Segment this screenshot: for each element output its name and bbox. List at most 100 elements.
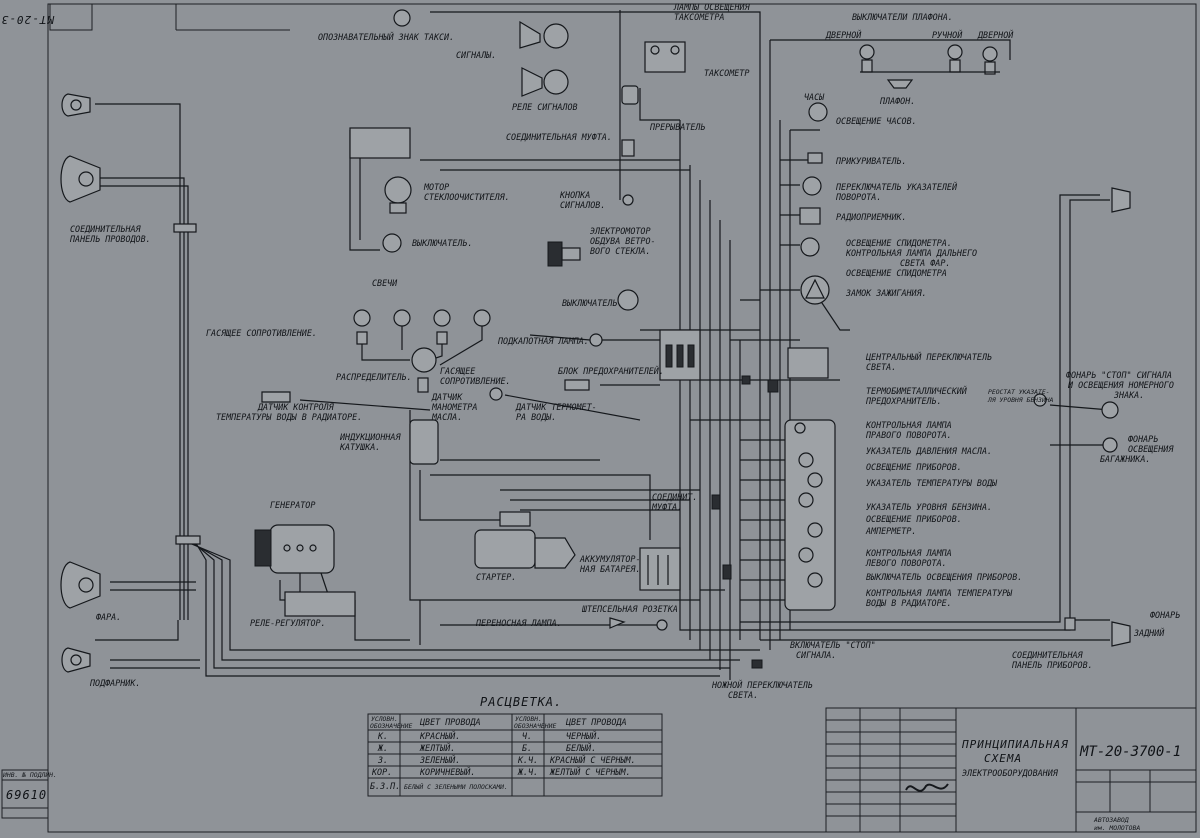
label-panel-connector-2: ПАНЕЛЬ ПРИБОРОВ. xyxy=(1011,660,1093,670)
instrument-panel xyxy=(609,102,1131,669)
label-speedo-light-2: ОСВЕЩЕНИЕ СПИДОМЕТРА xyxy=(846,268,947,278)
label-instr-light2-2: АМПЕРМЕТР. xyxy=(865,526,916,536)
label-door-right: ДВЕРНОЙ xyxy=(977,29,1014,40)
archive-label: ИНВ. № ПОДЛИН. xyxy=(2,771,57,779)
title-line-3: ЭЛЕКТРООБОРУДОВАНИЯ xyxy=(962,768,1059,778)
label-fuel-rheostat-1: РЕОСТАТ УКАЗАТЕ- xyxy=(988,388,1050,396)
label-foot-switch-1: НОЖНОЙ ПЕРЕКЛЮЧАТЕЛЬ xyxy=(711,679,813,690)
label-coil-1: ИНДУКЦИОННАЯ xyxy=(339,432,401,442)
label-coupling: СОЕДИНИТЕЛЬНАЯ МУФТА. xyxy=(506,132,612,142)
label-trunk-lamp-3: БАГАЖНИКА. xyxy=(1100,454,1150,464)
archive-stamp: ИНВ. № ПОДЛИН. 69610 xyxy=(1,769,57,819)
label-temp-lamp-2: ВОДЫ В РАДИАТОРЕ. xyxy=(866,598,952,608)
legend-left-color-0: КРАСНЫЙ. xyxy=(419,730,460,741)
label-coupling2-2: МУФТА. xyxy=(651,502,682,512)
stamp-box xyxy=(49,3,93,31)
label-water-temp-1: ДАТЧИК ТЕРМОМЕТ- xyxy=(515,402,597,412)
label-battery-2: НАЯ БАТАРЕЯ. xyxy=(579,564,641,574)
label-spark-plugs: СВЕЧИ xyxy=(372,278,398,288)
legend-col-color-right: ЦВЕТ ПРОВОДА xyxy=(565,717,627,727)
power-group xyxy=(254,511,681,617)
label-hand-switch: РУЧНОЙ xyxy=(932,29,963,40)
legend-right-color-0: ЧЕРНЫЙ. xyxy=(566,730,601,741)
label-taximeter: ТАКСОМЕТР xyxy=(704,68,749,78)
label-panel-connector-1: СОЕДИНИТЕЛЬНАЯ xyxy=(1012,650,1084,660)
label-stop-switch-2: СИГНАЛА. xyxy=(796,650,836,660)
stamp-top-text: МТ-20-3700-1 xyxy=(0,13,55,26)
label-central-switch-1: ЦЕНТРАЛЬНЫЙ ПЕРЕКЛЮЧАТЕЛЬ xyxy=(865,351,992,362)
label-trunk-lamp-1: ФОНАРЬ xyxy=(1128,434,1158,444)
label-connector-2: ПАНЕЛЬ ПРОВОДОВ. xyxy=(69,234,151,244)
legend-title: РАСЦВЕТКА. xyxy=(480,695,562,709)
label-coupling2-1: СОЕДИНИТ. xyxy=(652,492,697,502)
label-door-left: ДВЕРНОЙ xyxy=(825,29,862,40)
legend-col-code-right-1: УСЛОВН. xyxy=(515,715,542,723)
title-block: ПРИНЦИПИАЛЬНАЯ СХЕМА ЭЛЕКТРООБОРУДОВАНИЯ… xyxy=(825,707,1197,833)
harness-connectors xyxy=(173,223,1076,631)
label-switch-2: ВЫКЛЮЧАТЕЛЬ. xyxy=(562,298,623,308)
label-hood-lamp: ПОДКАПОТНАЯ ЛАМПА. xyxy=(497,336,589,346)
engine-sensors xyxy=(261,333,603,465)
legend-left-color-1: ЖЕЛТЫЙ. xyxy=(419,742,455,753)
label-regulator: РЕЛЕ-РЕГУЛЯТОР. xyxy=(250,618,326,628)
label-temp-sensor-2: ТЕМПЕРАТУРЫ ВОДЫ В РАДИАТОРЕ. xyxy=(216,412,362,422)
label-horn-relay: РЕЛЕ СИГНАЛОВ xyxy=(512,102,578,112)
label-resistor2-2: СОПРОТИВЛЕНИЕ. xyxy=(440,376,511,386)
legend-left-code-3: КОР. xyxy=(371,767,392,777)
label-trunk-lamp-2: ОСВЕЩЕНИЯ xyxy=(1128,444,1174,454)
label-oil-gauge: УКАЗАТЕЛЬ ДАВЛЕНИЯ МАСЛА. xyxy=(866,446,992,456)
label-stop-lamp-2: И ОСВЕЩЕНИЯ НОМЕРНОГО xyxy=(1067,380,1174,390)
label-starter: СТАРТЕР. xyxy=(476,572,516,582)
label-turn-switch-2: ПОВОРОТА. xyxy=(835,192,881,202)
label-instr-switch: ВЫКЛЮЧАТЕЛЬ ОСВЕЩЕНИЯ ПРИБОРОВ. xyxy=(866,572,1022,582)
label-oil-sensor-3: МАСЛА. xyxy=(431,412,462,422)
legend-left-color-2: ЗЕЛЕНЫЙ. xyxy=(419,754,460,765)
label-plug-socket: ШТЕПСЕЛЬНАЯ РОЗЕТКА xyxy=(581,604,678,614)
legend-left-code-0: К. xyxy=(377,731,388,741)
label-ignition-lock: ЗАМОК ЗАЖИГАНИЯ. xyxy=(845,288,927,298)
label-instr-light: ОСВЕЩЕНИЕ ПРИБОРОВ. xyxy=(866,462,962,472)
legend-right-color-1: БЕЛЫЙ. xyxy=(566,742,596,753)
label-temp-gauge: УКАЗАТЕЛЬ ТЕМПЕРАТУРЫ ВОДЫ xyxy=(866,478,998,488)
legend-left-code-2: З. xyxy=(377,755,388,765)
label-horns: СИГНАЛЫ. xyxy=(456,50,496,60)
legend-left-color-4: БЕЛЫЙ С ЗЕЛЕНЫМИ ПОЛОСКАМИ. xyxy=(404,782,508,791)
label-lighter: ПРИКУРИВАТЕЛЬ. xyxy=(835,156,907,166)
legend-left-code-1: Ж. xyxy=(377,743,388,753)
legend-col-code-right-2: ОБОЗНАЧЕНИЕ xyxy=(514,722,556,730)
title-line-1: ПРИНЦИПИАЛЬНАЯ xyxy=(961,738,1069,751)
component-labels: ОПОЗНАВАТЕЛЬНЫЙ ЗНАК ТАКСИ. ЛАМПЫ ОСВЕЩЕ… xyxy=(69,2,1180,700)
label-central-switch-2: СВЕТА. xyxy=(866,362,896,372)
label-headlamp: ФАРА. xyxy=(96,612,121,622)
label-wiper-1: МОТОР xyxy=(423,182,449,192)
legend-col-code-left-2: ОБОЗНАЧЕНИЕ xyxy=(370,722,412,730)
label-blower-3: ВОГО СТЕКЛА. xyxy=(590,246,651,256)
label-clock-light: ОСВЕЩЕНИЕ ЧАСОВ. xyxy=(836,116,917,126)
label-resistors: ГАСЯЩЕЕ СОПРОТИВЛЕНИЕ. xyxy=(206,328,317,338)
label-thermo-fuse-1: ТЕРМОБИМЕТАЛЛИЧЕСКИЙ xyxy=(866,385,968,396)
label-clock: ЧАСЫ xyxy=(804,92,825,102)
legend-right-code-1: Б. xyxy=(522,743,532,753)
label-connector-1: СОЕДИНИТЕЛЬНАЯ xyxy=(70,224,142,234)
label-horn-button-2: СИГНАЛОВ. xyxy=(560,200,605,210)
drawing-frame xyxy=(47,3,1197,833)
label-horn-button-1: КНОПКА xyxy=(559,190,590,200)
label-wiper-2: СТЕКЛООЧИСТИТЕЛЯ. xyxy=(424,192,510,202)
label-stop-lamp-3: ЗНАКА. xyxy=(1113,390,1144,400)
label-high-beam-1: КОНТРОЛЬНАЯ ЛАМПА ДАЛЬНЕГО xyxy=(845,248,977,258)
taximeter-group xyxy=(644,41,1000,89)
label-distributor: РАСПРЕДЕЛИТЕЛЬ. xyxy=(336,372,412,382)
spark-plugs xyxy=(353,309,491,393)
label-battery-1: АККУМУЛЯТОР- xyxy=(579,554,641,564)
legend-col-code-left-1: УСЛОВН. xyxy=(371,715,398,723)
label-speedo-light: ОСВЕЩЕНИЕ СПИДОМЕТРА. xyxy=(846,238,952,248)
label-right-turn-1: КОНТРОЛЬНАЯ ЛАМПА xyxy=(865,420,952,430)
label-left-turn-2: ЛЕВОГО ПОВОРОТА. xyxy=(865,558,947,568)
label-fuse-block: БЛОК ПРЕДОХРАНИТЕЛЕЙ. xyxy=(558,365,664,376)
label-stop-switch-1: ВКЛЮЧАТЕЛЬ "СТОП" xyxy=(790,640,876,650)
label-turn-switch-1: ПЕРЕКЛЮЧАТЕЛЬ УКАЗАТЕЛЕЙ xyxy=(835,181,958,192)
legend-col-color-left: ЦВЕТ ПРОВОДА xyxy=(419,717,481,727)
label-breaker: ПРЕРЫВАТЕЛЬ xyxy=(649,122,705,132)
label-stop-lamp-1: ФОНАРЬ "СТОП" СИГНАЛА xyxy=(1066,370,1172,380)
